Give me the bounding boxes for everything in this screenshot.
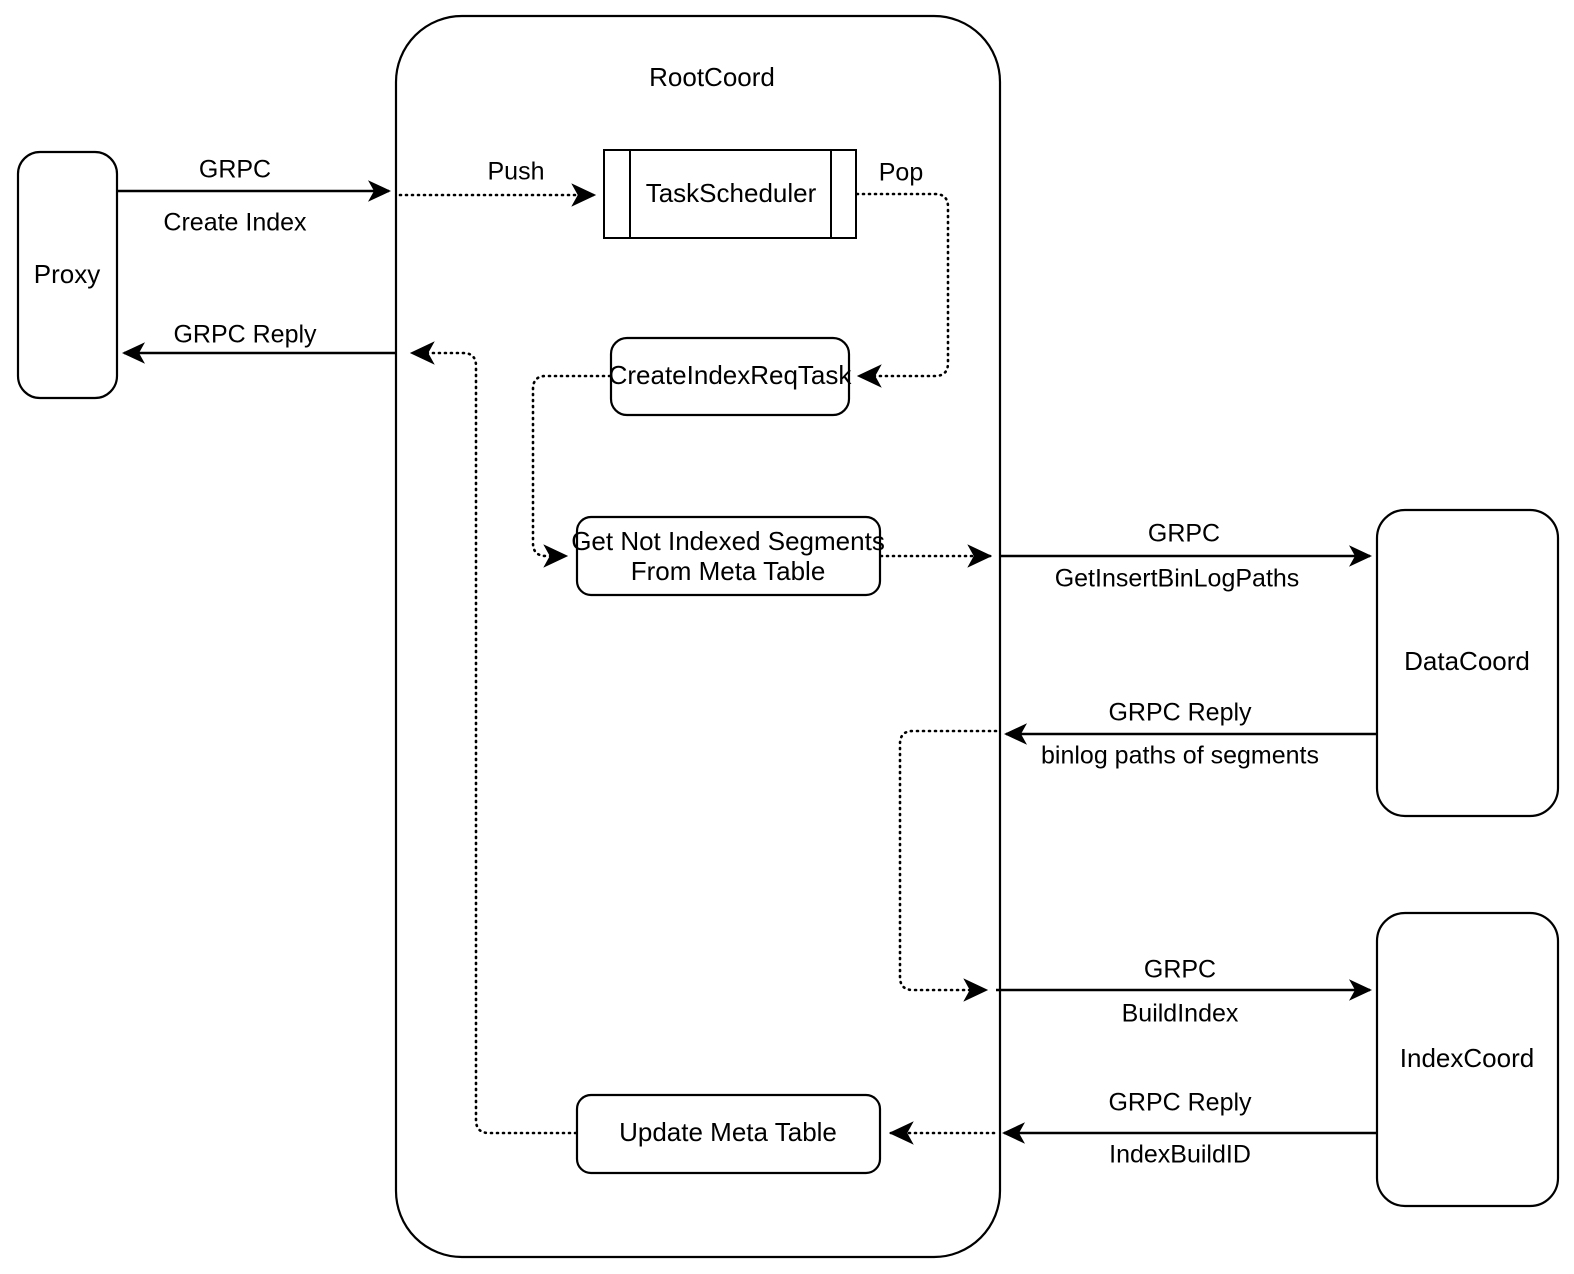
edge-task-to-getsegments-path (531, 374, 612, 568)
node-indexcoord[interactable]: IndexCoord (1375, 911, 1560, 1208)
task-scheduler-box (603, 149, 857, 239)
get-not-indexed-segments-label-line1: Get Not Indexed Segments (571, 526, 885, 556)
task-scheduler-label: TaskScheduler (646, 178, 817, 208)
edge-label-grpc-getinsertbinlogpaths-bottom: GetInsertBinLogPaths (1055, 565, 1300, 593)
edge-binlog-reroute-path (898, 729, 998, 1002)
rootcoord-label: RootCoord (649, 62, 775, 92)
create-index-req-task-label: CreateIndexReqTask (609, 360, 853, 390)
edge-rootcoord-to-indexcoord: GRPC BuildIndex (996, 956, 1372, 1028)
edge-label-push: Push (488, 158, 545, 186)
get-not-indexed-segments-label-line2: From Meta Table (631, 556, 826, 586)
indexcoord-box (1375, 911, 1560, 1208)
edge-rootcoord-to-datacoord: GRPC GetInsertBinLogPaths (999, 520, 1372, 593)
node-update-meta-table[interactable]: Update Meta Table (575, 1093, 882, 1175)
edge-label-grpcreply-indexbuildid-bottom: IndexBuildID (1109, 1141, 1251, 1169)
edge-label-grpc-buildindex-top: GRPC (1144, 956, 1216, 984)
proxy-box (16, 150, 119, 400)
edge-label-grpcreply-binlog-bottom: binlog paths of segments (1041, 742, 1319, 770)
edge-pop-path (855, 192, 950, 388)
update-meta-table-box (575, 1093, 882, 1175)
edge-label-grpcreply-proxy: GRPC Reply (173, 321, 317, 349)
edge-pop-to-task: Pop (855, 159, 950, 388)
edge-rootcoord-to-proxy: GRPC Reply (122, 321, 397, 364)
edge-label-grpcreply-indexbuildid-top: GRPC Reply (1108, 1089, 1252, 1117)
container-rootcoord[interactable]: RootCoord (394, 14, 1002, 1259)
node-task-scheduler[interactable]: TaskScheduler (603, 149, 857, 239)
node-proxy[interactable]: Proxy (16, 150, 119, 400)
datacoord-box (1375, 508, 1560, 818)
node-datacoord[interactable]: DataCoord (1375, 508, 1560, 818)
edge-label-grpc-createindex-bottom: Create Index (163, 209, 307, 237)
edge-label-grpc-createindex-top: GRPC (199, 156, 271, 184)
rootcoord-boundary (394, 14, 1002, 1259)
indexcoord-label: IndexCoord (1400, 1043, 1534, 1073)
edge-datacoord-to-rootcoord: GRPC Reply binlog paths of segments (1004, 699, 1377, 770)
edge-task-to-getsegments (531, 374, 612, 568)
edge-proxy-to-rootcoord: GRPC Create Index (117, 156, 391, 237)
edge-updatemeta-to-grpcreply (409, 341, 578, 1135)
datacoord-label: DataCoord (1404, 646, 1530, 676)
edge-label-grpc-getinsertbinlogpaths-top: GRPC (1148, 520, 1220, 548)
proxy-label: Proxy (34, 259, 100, 289)
edge-label-grpc-buildindex-bottom: BuildIndex (1122, 1000, 1239, 1028)
edge-binlog-reroute (898, 729, 998, 1002)
edge-updatemeta-to-grpcreply-path (409, 341, 578, 1135)
edge-label-pop: Pop (879, 159, 923, 187)
update-meta-table-label: Update Meta Table (619, 1117, 837, 1147)
edge-indexcoord-to-rootcoord: GRPC Reply IndexBuildID (1002, 1089, 1377, 1169)
edge-label-grpcreply-binlog-top: GRPC Reply (1108, 699, 1252, 727)
edge-push-to-scheduler: Push (398, 158, 597, 207)
node-get-not-indexed-segments[interactable]: Get Not Indexed Segments From Meta Table (571, 515, 885, 597)
node-create-index-req-task[interactable]: CreateIndexReqTask (609, 336, 853, 417)
